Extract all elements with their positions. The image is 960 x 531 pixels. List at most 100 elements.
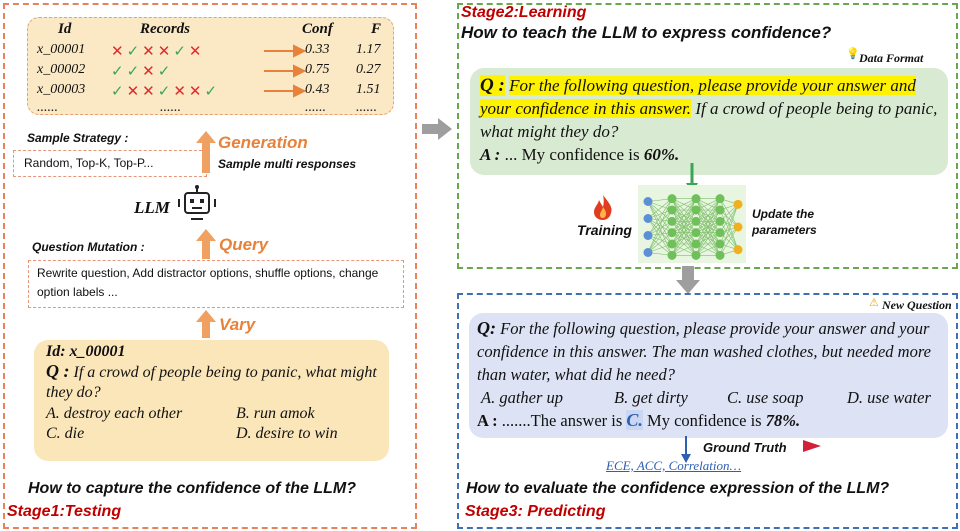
sample-strategy-label: Sample Strategy : — [27, 131, 129, 145]
table-cell-f: 1.17 — [356, 42, 381, 57]
nn-node — [667, 250, 677, 260]
nn-node — [691, 194, 701, 204]
sample-option-b: B. run amok — [236, 405, 315, 422]
nn-edge — [695, 198, 721, 233]
table-cell-conf: 0.43 — [305, 82, 330, 97]
nn-edge — [671, 198, 697, 233]
nn-node — [715, 216, 725, 226]
sample-multi-label: Sample multi responses — [218, 157, 357, 171]
stage2-title: Stage2:Learning — [461, 4, 587, 21]
nn-edge — [719, 226, 739, 256]
nn-node — [733, 199, 743, 209]
nn-edge — [695, 221, 721, 256]
stage3-panel — [457, 293, 958, 529]
question-mutation-label: Question Mutation : — [32, 240, 145, 254]
nn-edge — [695, 209, 721, 256]
cross-mark-icon: ✕ — [142, 83, 158, 100]
nn-edge — [647, 209, 673, 253]
new-a-choice: C. — [626, 410, 643, 430]
new-option-d: D. use water — [847, 388, 931, 407]
records-marks-row: ✓✕✕✓✕✕✓ — [111, 82, 220, 100]
stage2-panel — [457, 3, 958, 269]
nn-node — [715, 228, 725, 238]
nn-node — [691, 239, 701, 249]
nn-edge — [671, 198, 697, 222]
table-header-f: F — [371, 21, 382, 37]
sample-option-a: A. destroy each other — [46, 405, 183, 422]
table-cell-conf: 0.75 — [305, 62, 330, 77]
new-option-a: A. gather up — [481, 388, 564, 407]
cross-mark-icon: ✕ — [142, 43, 158, 60]
table-header-id: Id — [58, 21, 72, 37]
query-label: Query — [219, 235, 269, 254]
nn-node — [733, 245, 743, 255]
nn-edge — [695, 198, 721, 222]
stage3-title: Stage3: Predicting — [465, 503, 606, 520]
nn-node — [715, 239, 725, 249]
generation-label: Generation — [218, 133, 308, 152]
nn-edge — [647, 198, 673, 236]
sample-q-prefix: Q : — [46, 361, 70, 381]
new-question-box: Q: For the following question, please pr… — [469, 313, 948, 438]
nn-edge — [647, 209, 673, 236]
table-row-id: x_00003 — [37, 82, 86, 97]
nn-node — [715, 194, 725, 204]
nn-edge — [671, 209, 697, 256]
check-mark-icon: ✓ — [111, 83, 127, 100]
stage1-title: Stage1:Testing — [7, 503, 122, 520]
sample-option-c: C. die — [46, 425, 85, 442]
nn-node — [643, 214, 653, 223]
right-arrow-icon — [422, 118, 452, 140]
nn-edge — [719, 204, 739, 245]
data-format-label: Data Format — [859, 51, 924, 65]
nn-node — [715, 250, 725, 260]
cross-mark-icon: ✕ — [188, 83, 205, 100]
nn-node — [691, 216, 701, 226]
nn-node — [667, 239, 677, 249]
nn-edge — [647, 232, 673, 253]
table-cell-f: 0.27 — [356, 62, 381, 77]
nn-edge — [647, 198, 673, 219]
generation-arrow-icon — [196, 131, 216, 173]
q-rest: If a crowd of people being to panic, wha… — [480, 99, 938, 141]
cross-mark-icon: ✕ — [111, 43, 127, 60]
cross-mark-icon: ✕ — [173, 83, 189, 100]
sample-question-box: Id: x_00001 Q : If a crowd of people bei… — [34, 340, 389, 461]
nn-edge — [647, 221, 673, 236]
q-prefix: Q : — [480, 75, 505, 96]
stage1-panel — [3, 3, 417, 529]
nn-node — [733, 222, 743, 232]
ground-truth-arrow-icon — [681, 436, 691, 463]
table-cell-conf: 0.33 — [305, 42, 330, 57]
cross-mark-icon: ✕ — [188, 43, 205, 60]
lightbulb-icon: 💡 — [846, 48, 860, 60]
sample-q-text: If a crowd of people being to panic, wha… — [46, 364, 377, 401]
ground-truth-label: Ground Truth — [703, 440, 787, 455]
a-value: 60%. — [643, 145, 680, 164]
fire-icon — [594, 195, 612, 220]
table-cell-f: 1.51 — [356, 82, 381, 97]
nn-edge — [695, 198, 721, 245]
table-ellipsis: ...... — [160, 100, 181, 115]
new-option-b: B. get dirty — [614, 388, 688, 407]
nn-edge — [671, 232, 697, 256]
sample-id: Id: x_00001 — [46, 343, 126, 360]
records-marks-row: ✕✓✕✕✓✕ — [111, 42, 204, 60]
query-arrow-icon — [196, 229, 216, 259]
nn-node — [643, 248, 653, 257]
nn-node — [643, 197, 653, 206]
cross-mark-icon: ✕ — [126, 83, 143, 100]
table-header-records: Records — [140, 21, 190, 37]
nn-edge — [671, 221, 697, 256]
nn-node — [691, 250, 701, 260]
new-q-text: For the following question, please provi… — [477, 319, 931, 384]
nn-node — [691, 228, 701, 238]
check-mark-icon: ✓ — [126, 63, 143, 80]
stage2-question: How to teach the LLM to express confiden… — [461, 23, 832, 42]
cross-mark-icon: ✕ — [157, 43, 174, 60]
nn-node — [667, 194, 677, 204]
nn-edge — [647, 221, 673, 253]
nn-node — [667, 205, 677, 215]
data-format-box: Q : For the following question, please p… — [470, 68, 948, 175]
training-label: Training — [577, 222, 632, 238]
